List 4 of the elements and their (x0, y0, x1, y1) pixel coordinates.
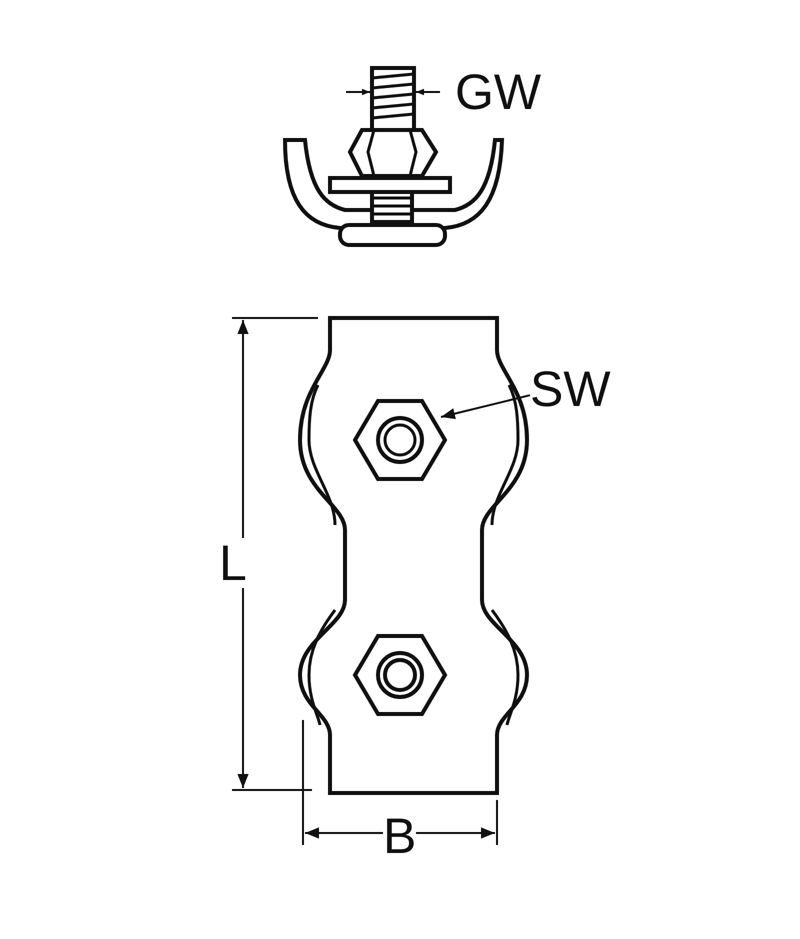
dimension-label: GW (455, 67, 542, 117)
leader-line (440, 394, 530, 420)
dimension-label: SW (530, 364, 622, 416)
hex-nut-icon (353, 399, 447, 481)
